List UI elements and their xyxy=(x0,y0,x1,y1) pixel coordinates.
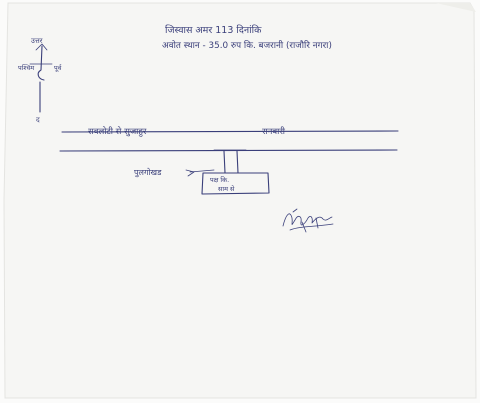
paper-fold xyxy=(436,3,476,12)
header-line-2: अवोत स्थान - 35.0 रुप कि. बजरानी (राजौरि… xyxy=(162,40,332,51)
signature xyxy=(282,208,334,233)
site-box-label-2: साम से xyxy=(218,185,235,193)
compass-north-label: उत्तर xyxy=(31,37,43,45)
culvert-structure xyxy=(185,149,247,177)
compass-east-label: पूर्व xyxy=(54,64,62,72)
paper-sheet xyxy=(3,2,477,399)
compass-south-label: द xyxy=(36,116,40,124)
compass-west-label: पश्चिम xyxy=(18,64,34,72)
compass-sketch: उत्तर पश्चिम पूर्व द xyxy=(18,37,62,124)
road-label-right: रानवारी xyxy=(262,126,286,137)
header-line-1: जिस्वास अमर 113 दिनांकि xyxy=(165,24,262,36)
road-label-left: सवलोटी से सुजाहुर xyxy=(88,126,147,137)
site-box: पक्ष कि. साम से xyxy=(201,172,270,195)
culvert-label: पुलगोखड xyxy=(134,167,162,178)
site-box-label-1: पक्ष कि. xyxy=(210,176,229,184)
road-lines xyxy=(59,130,399,152)
